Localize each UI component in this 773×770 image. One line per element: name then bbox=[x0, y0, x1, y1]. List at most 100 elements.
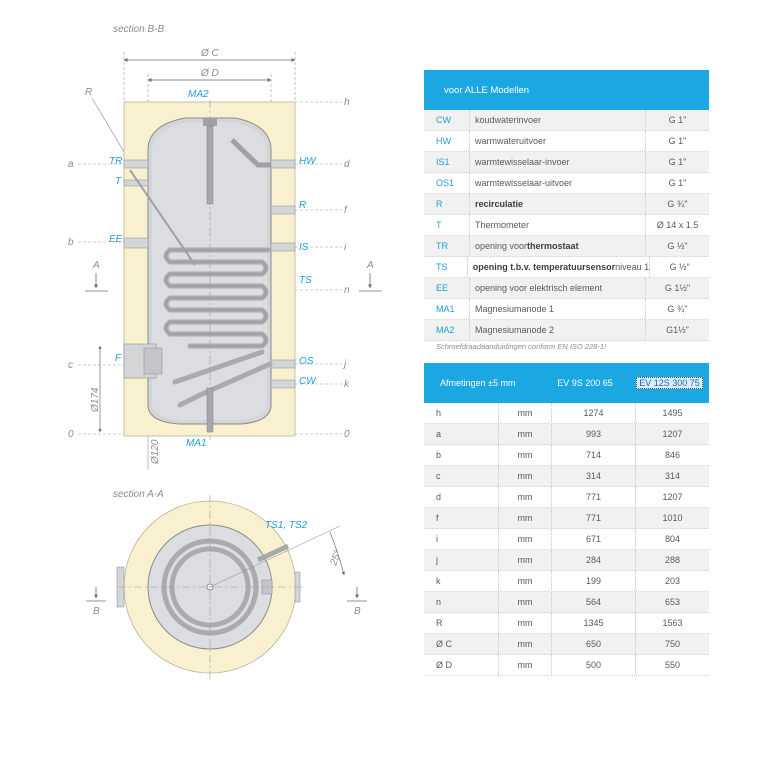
dim-label: Ø C bbox=[424, 634, 499, 654]
dim-value-model-1: 714 bbox=[552, 445, 636, 465]
dim-value-model-1: 1274 bbox=[552, 403, 636, 423]
dim-unit: mm bbox=[499, 634, 552, 654]
dim-unit: mm bbox=[499, 529, 552, 549]
dim-label: f bbox=[424, 508, 499, 528]
thread-note: Schroefdraadaanduidingen conform EN ISO … bbox=[436, 342, 607, 351]
dim-value-model-2: 1207 bbox=[662, 429, 683, 439]
label-hw: HW bbox=[299, 156, 317, 167]
label-r: R bbox=[299, 200, 306, 211]
section-a-left: A bbox=[92, 260, 100, 271]
label-ma2: MA2 bbox=[188, 89, 209, 100]
label-f: F bbox=[115, 353, 122, 364]
header-model-1: EV 9S 200 65 bbox=[557, 378, 613, 388]
dim-value-model-1: 650 bbox=[552, 634, 636, 654]
dim-label: c bbox=[424, 466, 499, 486]
connection-code: IS1 bbox=[424, 152, 470, 172]
connection-code: MA1 bbox=[424, 299, 470, 319]
dim-label: n bbox=[424, 592, 499, 612]
dim-value-model-2: 1563 bbox=[662, 618, 683, 628]
dim-value-model-2: 653 bbox=[664, 597, 681, 607]
letter-j: j bbox=[342, 359, 347, 370]
dim-unit: mm bbox=[499, 592, 552, 612]
dim-c-label: Ø C bbox=[200, 48, 220, 59]
connection-code: TS bbox=[424, 257, 468, 277]
connection-size: G ¾" bbox=[667, 199, 688, 209]
label-ee: EE bbox=[109, 234, 123, 245]
section-aa-label: section A-A bbox=[113, 489, 164, 500]
dim-label: k bbox=[424, 571, 499, 591]
letter-c: c bbox=[68, 360, 73, 371]
dim-174: Ø174 bbox=[90, 387, 101, 413]
dim-d-label: Ø D bbox=[200, 68, 219, 79]
dim-label: R bbox=[424, 613, 499, 633]
label-ts1-ts2: TS1, TS2 bbox=[265, 520, 308, 531]
label-ma1: MA1 bbox=[186, 438, 207, 449]
letter-0-right: 0 bbox=[344, 429, 350, 440]
dim-value-model-2: 1207 bbox=[662, 492, 683, 502]
dim-value-model-2: 846 bbox=[664, 450, 681, 460]
dim-label: h bbox=[424, 403, 499, 423]
connection-size: G ½" bbox=[669, 262, 690, 272]
dim-unit: mm bbox=[499, 445, 552, 465]
connection-description: opening t.b.v. temperatuursensor niveau … bbox=[468, 257, 651, 277]
dim-unit: mm bbox=[499, 487, 552, 507]
technical-drawing: section B-B Ø C Ø D R MA2 MA1 bbox=[68, 24, 382, 680]
letter-h: h bbox=[344, 97, 350, 108]
section-bb-label: section B-B bbox=[113, 24, 164, 35]
section-a-right: A bbox=[366, 260, 374, 271]
letter-d: d bbox=[344, 159, 350, 170]
angle-label: 25° bbox=[328, 549, 344, 568]
connection-code: HW bbox=[424, 131, 470, 151]
dim-value-model-2: 1010 bbox=[662, 513, 683, 523]
connection-size: G ½" bbox=[667, 241, 688, 251]
connection-code: R bbox=[424, 194, 470, 214]
connection-description: opening voor thermostaat bbox=[470, 236, 646, 256]
header-afmetingen: Afmetingen ±5 mm bbox=[440, 378, 516, 388]
dim-value-model-2: 314 bbox=[664, 471, 681, 481]
section-b-right: B bbox=[354, 606, 361, 617]
connection-description: recirculatie bbox=[470, 194, 646, 214]
dim-unit: mm bbox=[499, 550, 552, 570]
label-is: IS bbox=[299, 242, 309, 253]
dim-label: j bbox=[424, 550, 499, 570]
connection-description: koudwaterinvoer bbox=[470, 110, 646, 130]
dim-value-model-2: 804 bbox=[664, 534, 681, 544]
connection-description: warmtewisselaar-invoer bbox=[470, 152, 646, 172]
dim-value-model-1: 993 bbox=[552, 424, 636, 444]
dim-label: Ø D bbox=[424, 655, 499, 675]
dim-value-model-1: 284 bbox=[552, 550, 636, 570]
header-model-2[interactable]: EV 12S 300 75 bbox=[636, 377, 703, 389]
dim-label: b bbox=[424, 445, 499, 465]
dim-unit: mm bbox=[499, 508, 552, 528]
letter-b: b bbox=[68, 237, 74, 248]
dim-value-model-1: 671 bbox=[552, 529, 636, 549]
connection-code: T bbox=[424, 215, 470, 235]
label-t: T bbox=[115, 176, 122, 187]
dimensions-table-header: Afmetingen ±5 mm EV 9S 200 65 EV 12S 300… bbox=[424, 363, 709, 403]
letter-f: f bbox=[344, 205, 348, 216]
connection-description: opening voor elektrisch element bbox=[470, 278, 646, 298]
dim-value-model-1: 500 bbox=[552, 655, 636, 675]
dim-label: i bbox=[424, 529, 499, 549]
dimensions-table: Afmetingen ±5 mm EV 9S 200 65 EV 12S 300… bbox=[424, 363, 709, 676]
label-os: OS bbox=[299, 356, 314, 367]
connection-description: Magnesiumanode 2 bbox=[470, 320, 646, 340]
dim-value-model-2: 750 bbox=[664, 639, 681, 649]
